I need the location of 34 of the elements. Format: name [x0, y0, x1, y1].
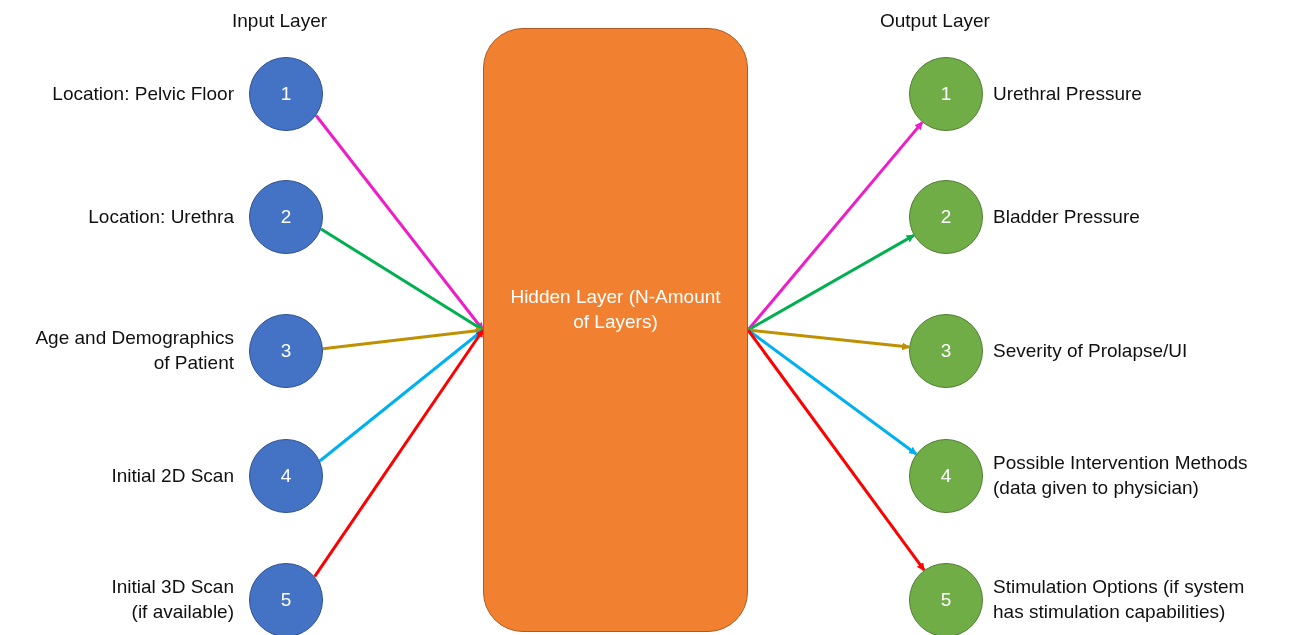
layer-heading: Input Layer — [232, 10, 328, 32]
node-number: 3 — [940, 340, 952, 362]
node-number: 5 — [940, 589, 952, 611]
arrow — [746, 121, 924, 331]
node-number: 5 — [280, 589, 292, 611]
node-caption: Initial 2D Scan — [110, 464, 234, 488]
node-caption: Location: Pelvic Floor — [51, 82, 234, 106]
arrow — [313, 329, 485, 578]
layer-heading: Output Layer — [880, 10, 990, 32]
node-caption: Initial 3D Scan (if available) — [110, 575, 234, 624]
node-caption: Age and Demographics of Patient — [34, 326, 234, 375]
arrow — [320, 227, 484, 332]
node-caption: Severity of Prolapse/UI — [993, 339, 1189, 363]
node-number: 2 — [940, 206, 952, 228]
node-caption: Stimulation Options (if system has stimulation capabilities) — [993, 575, 1246, 624]
node-caption: Urethral Pressure — [993, 82, 1143, 106]
arrow — [747, 234, 915, 332]
node-number: 4 — [280, 465, 292, 487]
node-number: 2 — [280, 206, 292, 228]
node-caption: Location: Urethra — [87, 205, 234, 229]
node-number: 4 — [940, 465, 952, 487]
node-caption: Possible Intervention Methods (data given to physician) — [993, 451, 1249, 500]
arrow — [747, 328, 911, 351]
arrow — [322, 326, 484, 351]
arrow — [318, 328, 484, 463]
arrow — [314, 114, 485, 331]
arrow — [747, 328, 918, 456]
node-number: 1 — [940, 83, 952, 105]
node-number: 1 — [280, 83, 292, 105]
node-number: 3 — [280, 340, 292, 362]
node-caption: Bladder Pressure — [993, 205, 1141, 229]
arrow — [746, 329, 926, 572]
hidden-layer-box — [483, 28, 748, 632]
layer-title: Hidden Layer (N-Amount of Layers) — [509, 285, 722, 334]
